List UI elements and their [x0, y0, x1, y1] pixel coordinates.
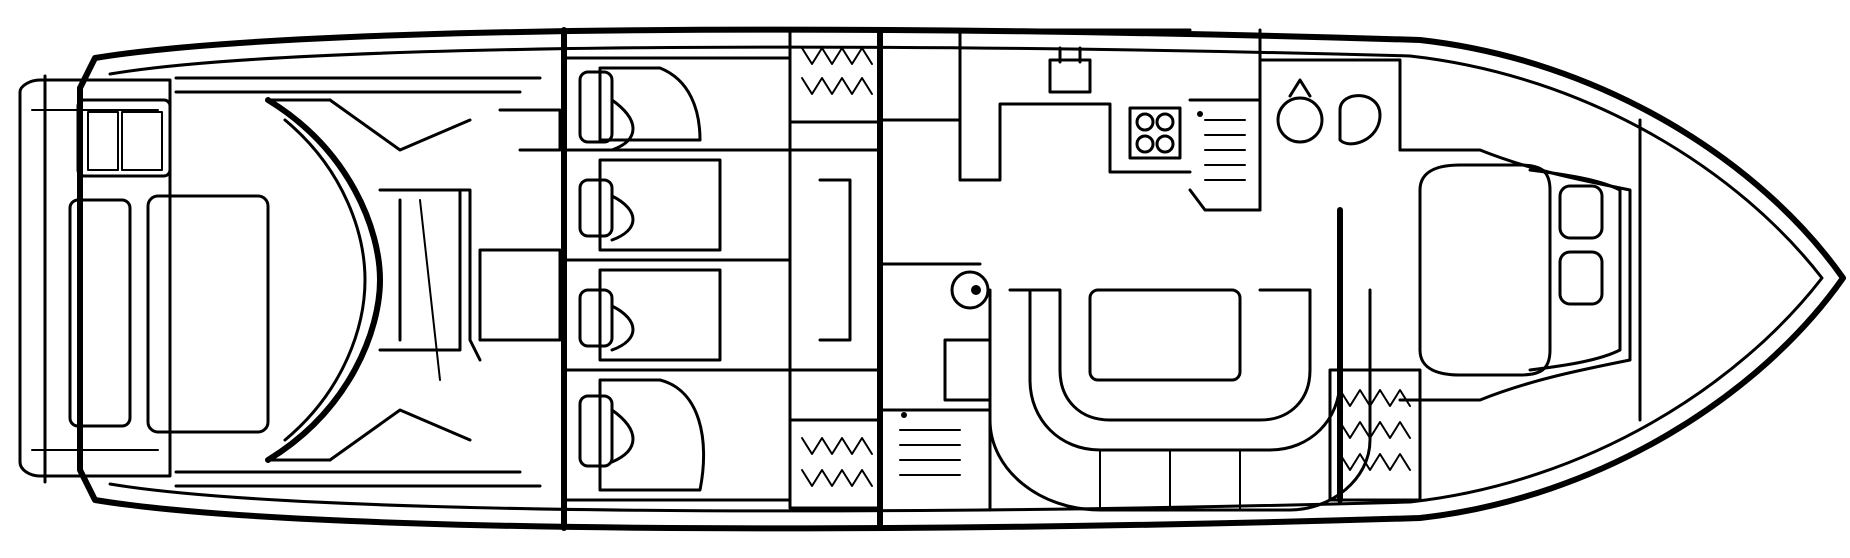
windshield — [265, 97, 472, 463]
v-berth — [1398, 118, 1642, 422]
locker-forward — [1328, 368, 1422, 502]
aft-cabins — [562, 56, 792, 502]
galley — [878, 28, 1262, 212]
hull — [77, 26, 1846, 532]
aft-lounge — [419, 108, 562, 381]
cockpit — [68, 76, 542, 488]
dinette — [878, 262, 1372, 512]
lockers-aft — [788, 28, 882, 510]
swim-platform — [18, 74, 172, 484]
forward-head — [1258, 28, 1402, 212]
